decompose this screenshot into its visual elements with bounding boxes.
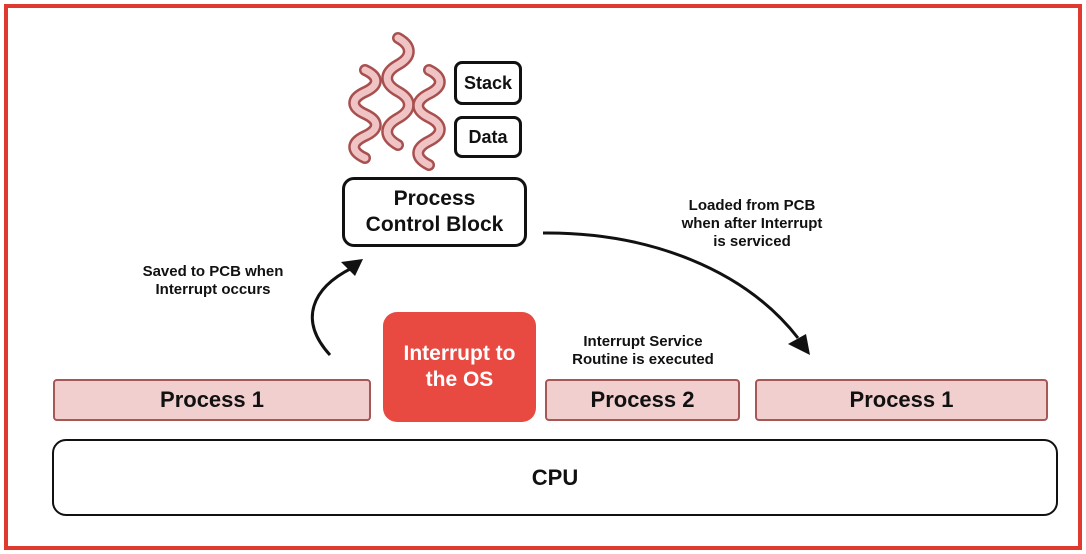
process-1-after: Process 1 — [755, 379, 1048, 421]
saved-to-pcb-label: Saved to PCB when Interrupt occurs — [142, 263, 284, 298]
pcb-title-line2: Control Block — [365, 213, 504, 236]
cpu-block: CPU — [52, 439, 1058, 516]
data-box: Data — [454, 116, 522, 158]
process-2: Process 2 — [545, 379, 740, 421]
stack-box: Stack — [454, 61, 522, 105]
process-1-before: Process 1 — [53, 379, 371, 421]
loaded-from-pcb-label: Loaded from PCB when after Interrupt is … — [681, 197, 823, 250]
pcb-title-line1: Process — [393, 186, 476, 210]
isr-label: Interrupt Service Routine is executed — [572, 333, 714, 368]
process-control-block: Process Control Block — [342, 177, 527, 247]
interrupt-to-os: Interrupt to the OS — [383, 312, 536, 422]
